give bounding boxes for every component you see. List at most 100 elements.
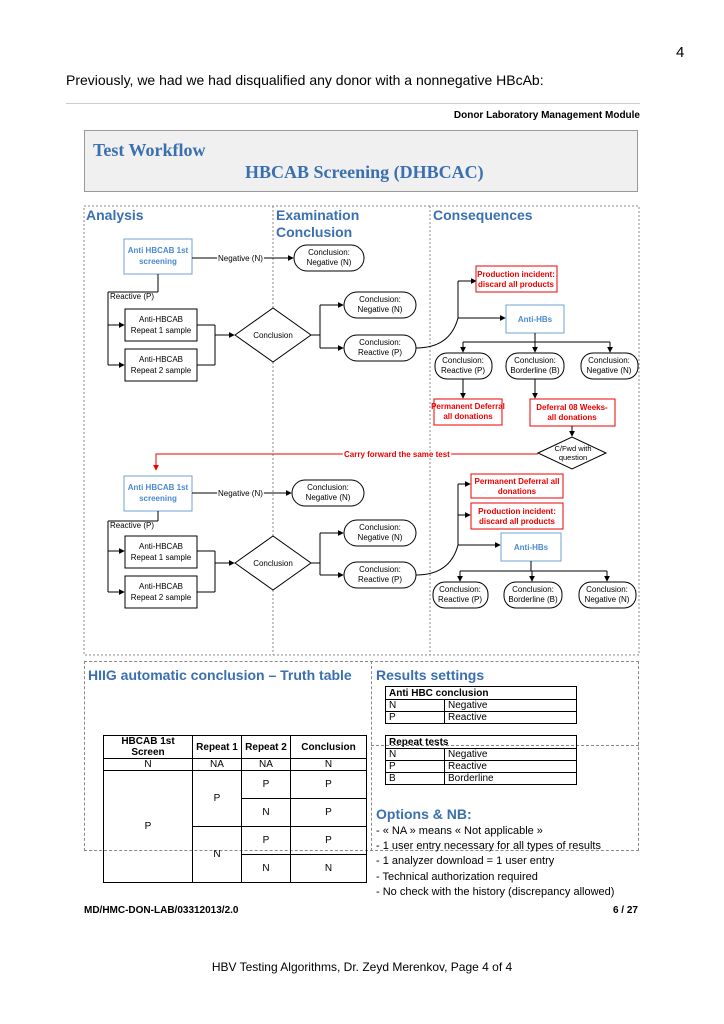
table-row: HBCAB 1st Screen Repeat 1 Repeat 2 Concl… bbox=[103, 735, 367, 759]
table-cell: P bbox=[241, 826, 291, 855]
carry-forward-label: Carry forward the same test bbox=[344, 450, 450, 459]
negative-label: Negative (N) bbox=[218, 254, 263, 263]
list-item: - 1 analyzer download = 1 user entry bbox=[376, 855, 555, 868]
svg-text:Repeat 2 sample: Repeat 2 sample bbox=[131, 366, 192, 375]
truth-table: HBCAB 1st Screen Repeat 1 Repeat 2 Concl… bbox=[103, 735, 367, 883]
svg-text:Reactive (P): Reactive (P) bbox=[438, 595, 482, 604]
svg-text:Conclusion:: Conclusion: bbox=[439, 585, 481, 594]
results-settings-title: Results settings bbox=[376, 667, 485, 683]
conclusion-borderline-2: Conclusion: Borderline (B) bbox=[503, 581, 563, 609]
svg-text:discard all products: discard all products bbox=[479, 517, 556, 526]
table-row: N N bbox=[104, 854, 367, 883]
table-cell: N bbox=[290, 758, 367, 771]
table-cell: P bbox=[385, 711, 445, 724]
table-cell: P bbox=[290, 798, 367, 827]
table-cell: P bbox=[192, 770, 242, 827]
workflow-diagram: Analysis Examination Conclusion Conseque… bbox=[83, 205, 640, 656]
table-cell: N bbox=[385, 699, 445, 712]
document-code: MD/HMC-DON-LAB/03312013/2.0 bbox=[84, 905, 239, 916]
page-footer-note: HBV Testing Algorithms, Dr. Zeyd Merenko… bbox=[211, 960, 513, 974]
svg-text:Permanent Deferral: Permanent Deferral bbox=[431, 402, 505, 411]
first-screening-box: Anti HBCAB 1st screening bbox=[123, 238, 193, 275]
svg-text:Conclusion:: Conclusion: bbox=[588, 356, 630, 365]
table-row: P P P P bbox=[103, 770, 367, 883]
svg-text:Repeat 1 sample: Repeat 1 sample bbox=[131, 553, 192, 562]
table-cell: NA bbox=[241, 758, 291, 771]
table-cell: N bbox=[290, 854, 367, 883]
svg-text:Conclusion:: Conclusion: bbox=[359, 295, 401, 304]
workflow-title: Test Workflow bbox=[93, 140, 206, 160]
table-cell: N bbox=[103, 758, 193, 771]
svg-text:Borderline (B): Borderline (B) bbox=[508, 595, 558, 604]
repeat-2-box: Anti-HBCAB Repeat 2 sample bbox=[124, 348, 198, 382]
production-incident-1: Production incident: discard all product… bbox=[475, 265, 558, 293]
examination-header: Examination bbox=[276, 207, 359, 223]
title-box: Test Workflow HBCAB Screening (DHBCAC) bbox=[84, 130, 638, 192]
conclusion-reactive-2: Conclusion: Reactive (P) bbox=[434, 352, 493, 380]
svg-text:donations: donations bbox=[498, 487, 537, 496]
table-cell: N bbox=[385, 748, 445, 761]
lower-divider bbox=[371, 661, 372, 851]
svg-text:screening: screening bbox=[139, 257, 177, 266]
table-header: HBCAB 1st Screen bbox=[103, 735, 193, 759]
svg-text:question: question bbox=[559, 453, 587, 462]
conclusion-borderline-1: Conclusion: Borderline (B) bbox=[505, 352, 565, 380]
svg-text:Negative (N): Negative (N) bbox=[587, 366, 632, 375]
table-row: N P P bbox=[104, 826, 367, 883]
table-cell: P bbox=[241, 770, 291, 799]
repeat-1-box-2: Anti-HBCAB Repeat 1 sample bbox=[124, 535, 198, 569]
first-screening-box-2: Anti HBCAB 1st screening bbox=[123, 475, 193, 512]
svg-text:all donations: all donations bbox=[547, 413, 597, 422]
permanent-deferral-2: Permanent Deferral all donations bbox=[470, 473, 564, 499]
table-cell: N bbox=[241, 854, 291, 883]
repeat-1-box: Anti-HBCAB Repeat 1 sample bbox=[124, 308, 198, 342]
svg-text:Borderline (B): Borderline (B) bbox=[510, 366, 560, 375]
svg-text:Conclusion:: Conclusion: bbox=[442, 356, 484, 365]
truth-table-title: HIIG automatic conclusion – Truth table bbox=[88, 667, 352, 683]
deferral-8-weeks: Deferral 08 Weeks- all donations bbox=[529, 398, 616, 427]
diagram-frame bbox=[83, 205, 640, 656]
reactive-label-2: Reactive (P) bbox=[110, 521, 154, 530]
conclusion-header: Conclusion bbox=[276, 224, 352, 240]
svg-text:Conclusion:: Conclusion: bbox=[512, 585, 554, 594]
anti-hbs-box-1: Anti-HBs bbox=[505, 304, 565, 334]
table-header: Repeat tests bbox=[385, 735, 577, 749]
svg-text:Negative (N): Negative (N) bbox=[585, 595, 630, 604]
svg-text:Conclusion: Conclusion bbox=[253, 331, 293, 340]
conclusion-reactive-1: Conclusion: Reactive (P) bbox=[343, 334, 417, 362]
svg-text:Negative (N): Negative (N) bbox=[358, 533, 403, 542]
table-row: N NA NA N bbox=[103, 758, 367, 771]
table-cell: B bbox=[385, 772, 445, 785]
conclusion-negative-2: Conclusion: Negative (N) bbox=[343, 291, 417, 319]
list-item: - 1 user entry necessary for all types o… bbox=[376, 840, 601, 853]
conclusion-reactive-3: Conclusion: Reactive (P) bbox=[343, 561, 417, 589]
svg-text:Repeat 1 sample: Repeat 1 sample bbox=[131, 326, 192, 335]
svg-text:Reactive (P): Reactive (P) bbox=[358, 348, 402, 357]
conclusion-negative-4: Conclusion: Negative (N) bbox=[291, 479, 365, 507]
table-header: Repeat 2 bbox=[241, 735, 291, 759]
svg-text:Conclusion:: Conclusion: bbox=[586, 585, 628, 594]
svg-text:Conclusion:: Conclusion: bbox=[359, 338, 401, 347]
svg-text:Conclusion:: Conclusion: bbox=[308, 248, 350, 257]
table-row: Anti HBC conclusion bbox=[385, 686, 577, 700]
table-cell: P bbox=[103, 770, 193, 883]
production-incident-2: Production incident: discard all product… bbox=[470, 502, 564, 530]
conclusion-diamond-1: Conclusion bbox=[234, 307, 312, 363]
consequences-header: Consequences bbox=[433, 207, 533, 223]
table-cell: P bbox=[290, 826, 367, 855]
divider bbox=[66, 103, 640, 104]
svg-text:screening: screening bbox=[139, 494, 177, 503]
slide-page-number: 6 / 27 bbox=[612, 905, 638, 916]
svg-text:Reactive (P): Reactive (P) bbox=[441, 366, 485, 375]
screening-title: HBCAB Screening (DHBCAC) bbox=[245, 162, 484, 182]
list-item: - No check with the history (discrepancy… bbox=[376, 885, 615, 898]
list-item: - Technical authorization required bbox=[376, 870, 538, 883]
conclusion-diamond-2: Conclusion bbox=[234, 535, 312, 591]
svg-text:Anti HBCAB 1st: Anti HBCAB 1st bbox=[128, 246, 189, 255]
options-title: Options & NB: bbox=[376, 806, 472, 822]
